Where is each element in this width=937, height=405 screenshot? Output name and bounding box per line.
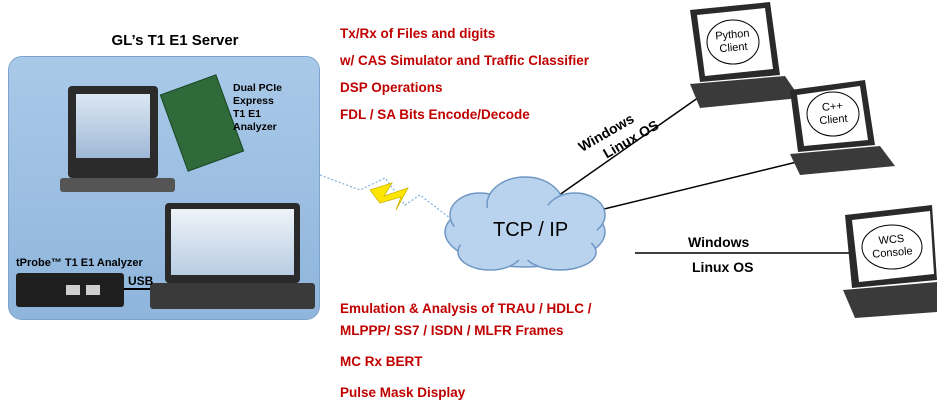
python-client-label: Python Client bbox=[707, 27, 759, 57]
server-laptop-screen bbox=[171, 209, 294, 275]
pcie-label: Dual PCIe Express T1 E1 Analyzer bbox=[233, 82, 282, 134]
cpp-client-label: C++ Client bbox=[807, 99, 859, 129]
cloud-icon bbox=[444, 176, 606, 271]
tprobe-device-icon bbox=[16, 273, 124, 307]
wireless-link-icon bbox=[319, 174, 456, 223]
tprobe-label: tProbe™ T1 E1 Analyzer bbox=[16, 257, 143, 269]
wcs-console-bubble bbox=[861, 224, 923, 270]
pcie-label-line: T1 E1 bbox=[233, 108, 262, 120]
cpp-client-bubble bbox=[806, 91, 860, 137]
wcs-console-label: WCS Console bbox=[861, 231, 923, 262]
feature-text: FDL / SA Bits Encode/Decode bbox=[340, 107, 530, 122]
pcie-label-line: Analyzer bbox=[233, 121, 277, 133]
port-icon bbox=[86, 285, 100, 295]
cloud-label: TCP / IP bbox=[493, 219, 569, 241]
link-line-python bbox=[544, 87, 713, 206]
feature-text: MLPPP/ SS7 / ISDN / MLFR Frames bbox=[340, 323, 564, 338]
pcie-label-line: Express bbox=[233, 95, 274, 107]
laptop-keyboard-icon bbox=[150, 283, 315, 309]
os-label: Linux OS bbox=[692, 259, 754, 275]
feature-text: Tx/Rx of Files and digits bbox=[340, 26, 496, 41]
keyboard-icon bbox=[60, 178, 175, 192]
feature-text: w/ CAS Simulator and Traffic Classifier bbox=[340, 53, 590, 68]
usb-label: USB bbox=[128, 274, 154, 288]
port-icon bbox=[66, 285, 80, 295]
pcie-label-line: Dual PCIe bbox=[233, 82, 283, 94]
os-label: Windows bbox=[688, 234, 750, 250]
feature-text: Emulation & Analysis of TRAU / HDLC / bbox=[340, 301, 592, 316]
feature-text: Pulse Mask Display bbox=[340, 385, 466, 400]
link-line-cpp bbox=[599, 159, 806, 211]
desktop-screen bbox=[76, 94, 150, 158]
feature-text: MC Rx BERT bbox=[340, 354, 423, 369]
usb-cable bbox=[124, 288, 150, 290]
python-client-bubble bbox=[706, 19, 760, 65]
desktop-pc-icon bbox=[68, 86, 158, 178]
server-title: GL’s T1 E1 Server bbox=[111, 32, 239, 49]
feature-text: DSP Operations bbox=[340, 80, 443, 95]
server-laptop-icon bbox=[165, 203, 300, 283]
